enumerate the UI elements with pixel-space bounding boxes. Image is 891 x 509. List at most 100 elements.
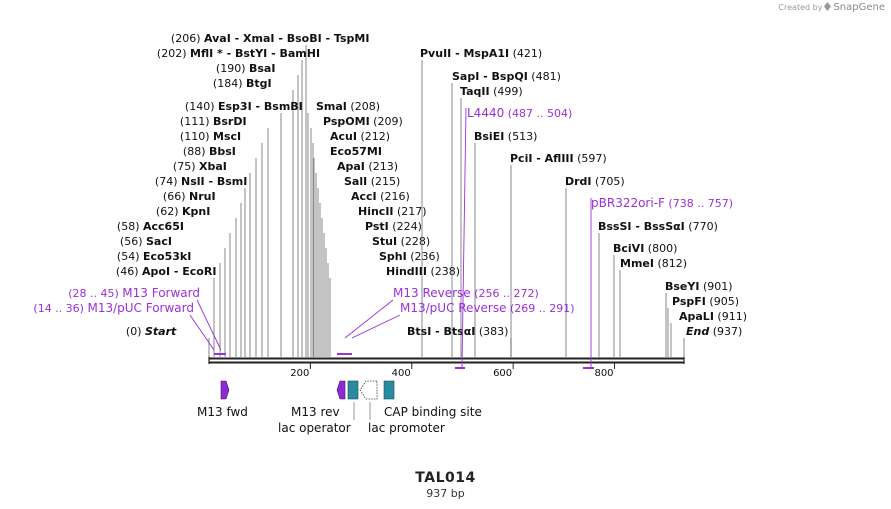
site-position: (383): [475, 325, 508, 338]
site-pspomi: PspOMI (209): [310, 115, 403, 357]
primer-m13-forward: (28 .. 45) M13 Forward: [68, 286, 226, 355]
site-label: (46) ApoI - EcoRI: [116, 265, 217, 278]
site-enzyme-names: End: [686, 325, 709, 338]
site-label: AccI (216): [351, 190, 410, 203]
primer-m13-puc-forward: (14 .. 36) M13/pUC Forward: [33, 301, 226, 355]
site-enzyme-names: TaqII: [460, 85, 490, 98]
site-position: (812): [654, 257, 687, 270]
site-eco57mi: Eco57MI: [313, 145, 382, 357]
site-label: PspOMI (209): [323, 115, 403, 128]
site-label: SalI (215): [344, 175, 400, 188]
site-label: AcuI (212): [330, 130, 390, 143]
site-acui: AcuI (212): [312, 130, 390, 357]
site-acci: AccI (216): [319, 190, 410, 357]
site-position: (209): [370, 115, 403, 128]
site-enzyme-names: SapI - BspQI: [452, 70, 528, 83]
site-hincii: HincII (217): [321, 205, 427, 357]
site-enzyme-names: BtsI - BtsαI: [407, 325, 475, 338]
feature-lac-operator: lac operator: [278, 380, 359, 435]
site-enzyme-names: PspOMI: [323, 115, 370, 128]
primer-label: M13 Reverse (256 .. 272): [393, 286, 539, 300]
site-psti: PstI (224): [323, 220, 422, 357]
site-label: SphI (236): [379, 250, 440, 263]
site-eco53ki: (54) Eco53kI: [117, 250, 221, 357]
site-label: (88) BbsI: [183, 145, 236, 158]
primer-range: (738 .. 757): [665, 197, 733, 210]
site-label: (54) Eco53kI: [117, 250, 191, 263]
site-position: (213): [365, 160, 398, 173]
site-label: (206) AvaI - XmaI - BsoBI - TspMI: [171, 32, 370, 45]
primer-range: (269 .. 291): [507, 302, 575, 315]
site-label: StuI (228): [372, 235, 430, 248]
site-enzyme-names: Acc65I: [143, 220, 184, 233]
site-position: (212): [357, 130, 390, 143]
site-position: (46): [116, 265, 142, 278]
feature-label: lac promoter: [368, 421, 445, 435]
feature-label: CAP binding site: [384, 405, 482, 419]
watermark-prefix: Created by: [778, 3, 823, 12]
site-label: PspFI (905): [672, 295, 739, 308]
primer-name: M13 Forward: [122, 286, 200, 300]
site-position: (228): [397, 235, 430, 248]
primer-connector: [189, 314, 215, 351]
site-enzyme-names: PciI - AflIII: [510, 152, 574, 165]
site-bsssi: BssSI - BssSαI (770): [598, 220, 718, 357]
site-enzyme-names: BbsI: [209, 145, 236, 158]
primer-connector: [344, 299, 394, 339]
site-position: (770): [685, 220, 718, 233]
primer-connector: [351, 314, 401, 339]
site-apoi: (46) ApoI - EcoRI: [116, 265, 217, 357]
site-position: (75): [173, 160, 199, 173]
site-position: (224): [389, 220, 422, 233]
axis-tick-label: 200: [290, 368, 309, 379]
site-position: (62): [156, 205, 182, 218]
site-position: (111): [180, 115, 213, 128]
site-position: (206): [171, 32, 204, 45]
site-label: BciVI (800): [613, 242, 677, 255]
primer-label: (14 .. 36) M13/pUC Forward: [33, 301, 194, 315]
site-label: BsiEI (513): [474, 130, 537, 143]
primer-connector: [461, 107, 467, 368]
site-pcii: PciI - AflIII (597): [510, 152, 607, 357]
site-enzyme-names: AcuI: [330, 130, 357, 143]
site-position: (937): [709, 325, 742, 338]
site-end: End (937): [683, 325, 742, 357]
primer-range: (28 .. 45): [68, 287, 122, 300]
feature-label: M13 fwd: [197, 405, 248, 419]
site-position: (88): [183, 145, 209, 158]
primer-range: (14 .. 36): [33, 302, 87, 315]
site-enzyme-names: BtgI: [246, 77, 272, 90]
site-pspfi: PspFI (905): [667, 295, 739, 357]
primer-name: pBR322ori-F: [591, 196, 665, 210]
site-enzyme-names: Eco53kI: [143, 250, 191, 263]
site-kpni: (62) KpnI: [156, 205, 237, 357]
feature-lac-promoter: lac promoter: [359, 380, 445, 435]
site-enzyme-names: AvaI - XmaI - BsoBI - TspMI: [204, 32, 369, 45]
site-enzyme-names: ApoI - EcoRI: [142, 265, 216, 278]
site-avai: (206) AvaI - XmaI - BsoBI - TspMI: [171, 32, 370, 357]
site-esp3i: (140) Esp3I - BsmBI: [185, 100, 303, 357]
site-enzyme-names: MmeI: [620, 257, 654, 270]
site-bcivi: BciVI (800): [613, 242, 677, 357]
watermark-brand: SnapGene: [833, 2, 885, 13]
site-position: (513): [504, 130, 537, 143]
site-start: (0) Start: [126, 325, 210, 357]
feature-label: lac operator: [278, 421, 351, 435]
site-label: ApaI (213): [337, 160, 398, 173]
site-mfli: (202) MflI * - BstYI - BamHI: [157, 47, 320, 357]
site-enzyme-names: BsrDI: [213, 115, 247, 128]
axis-tick-label: 400: [392, 368, 411, 379]
site-label: (190) BsaI: [216, 62, 276, 75]
site-enzyme-names: SalI: [344, 175, 367, 188]
site-label: (66) NruI: [163, 190, 216, 203]
site-sphi: SphI (236): [327, 250, 440, 357]
site-position: (421): [509, 47, 542, 60]
site-label: Eco57MI: [330, 145, 382, 158]
site-label: (184) BtgI: [213, 77, 272, 90]
site-position: (905): [706, 295, 739, 308]
site-position: (216): [377, 190, 410, 203]
site-enzyme-names: Eco57MI: [330, 145, 382, 158]
primer-pbr322ori-f: pBR322ori-F (738 .. 757): [583, 196, 733, 369]
m13-fwd-arrow-icon: [220, 380, 230, 400]
site-enzyme-names: BseYI: [665, 280, 699, 293]
